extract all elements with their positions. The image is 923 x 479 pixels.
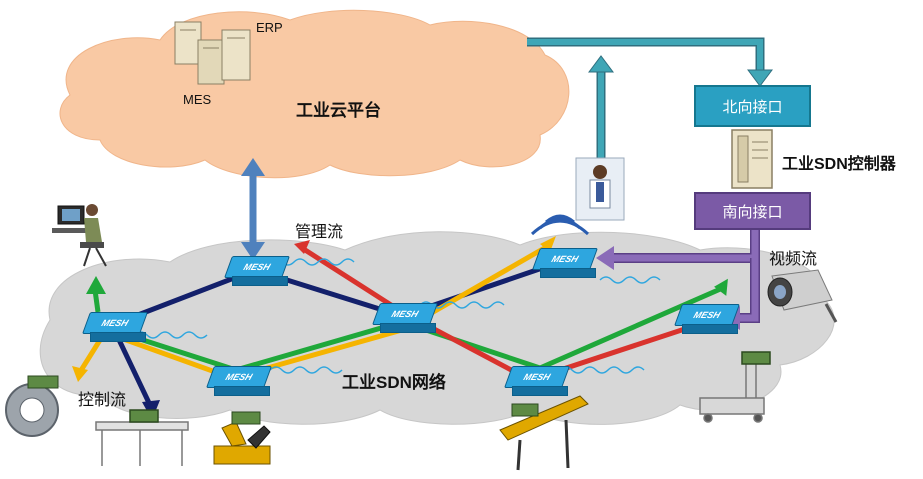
yellow-arrowhead: [540, 236, 556, 252]
erp-label: ERP: [256, 20, 283, 35]
camera-icon: [767, 269, 838, 323]
wireless-waves: [134, 258, 661, 374]
controller-title: 工业SDN控制器: [782, 156, 896, 173]
mesh-node: MESH: [205, 366, 273, 396]
mesh-node: MESH: [371, 303, 439, 333]
wireless-icon: [530, 214, 590, 236]
mesh-node-label: MESH: [531, 248, 599, 270]
north-interface-box: [694, 85, 811, 127]
network-title: 工业SDN网络: [342, 373, 446, 392]
mes-label: MES: [183, 92, 212, 107]
red-arrowhead: [294, 240, 310, 254]
cloud-link-arrow: [241, 158, 265, 260]
mesh-node: MESH: [81, 312, 149, 342]
south-interface-label: 南向接口: [722, 203, 783, 221]
mesh-node: MESH: [673, 304, 741, 334]
conveyor-icon: [499, 395, 589, 471]
engineer-icon: [575, 157, 625, 221]
south-interface-box: [694, 192, 811, 230]
north-interface-label: 北向接口: [722, 98, 783, 116]
yellow-arrowhead-left: [72, 366, 88, 382]
cart-icon: [699, 351, 771, 423]
mesh-node-label: MESH: [81, 312, 149, 334]
cloud-platform-title: 工业云平台: [296, 101, 381, 120]
robot-arm-icon: [213, 411, 271, 465]
mesh-node: MESH: [531, 248, 599, 278]
mesh-node-label: MESH: [673, 304, 741, 326]
mesh-node-label: MESH: [223, 256, 291, 278]
controller-server-icon: [731, 129, 773, 189]
control-flow-label: 控制流: [78, 392, 127, 409]
mesh-node-label: MESH: [371, 303, 439, 325]
mesh-node-label: MESH: [205, 366, 273, 388]
south-link-arrow: [596, 228, 760, 330]
cloud-platform-shape: [59, 9, 570, 179]
operator-icon: [52, 204, 107, 267]
management-flow-label: 管理流: [295, 224, 344, 241]
green-arrowhead-right: [714, 278, 728, 296]
workbench-icon: [95, 409, 189, 466]
mesh-node-label: MESH: [503, 366, 571, 388]
mesh-node: MESH: [503, 366, 571, 396]
green-flow: [92, 284, 727, 373]
green-arrowhead-up: [86, 276, 106, 294]
north-link-arrow: [527, 37, 773, 160]
cloud-server-icon: [174, 21, 251, 85]
gear-part-icon: [5, 375, 59, 437]
video-flow-label: 视频流: [769, 251, 818, 268]
mesh-node: MESH: [223, 256, 291, 286]
